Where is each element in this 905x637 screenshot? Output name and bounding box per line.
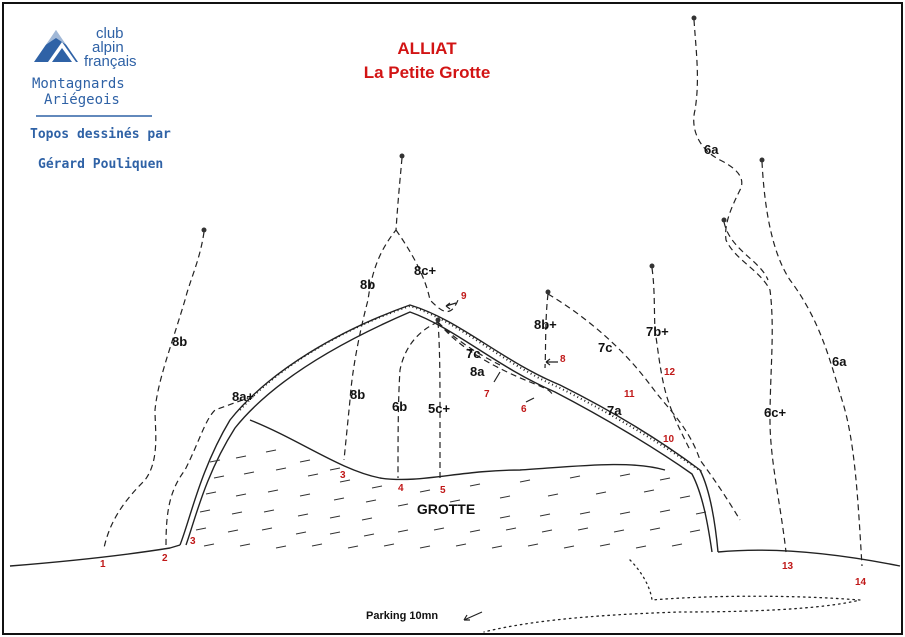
grade-label: 8b+	[534, 317, 557, 332]
footpath	[483, 559, 861, 633]
route-number: 6	[521, 404, 527, 415]
anchor-markers	[201, 15, 765, 323]
route-number: 10	[663, 434, 675, 445]
cave-label: GROTTE	[417, 501, 475, 517]
grade-label: 8a+	[232, 389, 254, 404]
club-alpin-logo: club alpin français Montagnards Ariégeoi…	[32, 25, 152, 117]
grade-label: 8b	[172, 334, 187, 349]
route-number: 9	[461, 291, 467, 302]
arrow-icon	[445, 302, 457, 310]
grade-label: 5c+	[428, 401, 450, 416]
arrow-icon	[545, 358, 558, 366]
route-number: 8	[560, 354, 566, 365]
logo-montagnards: Montagnards	[32, 76, 125, 92]
anchor-icon	[691, 15, 697, 21]
grade-label: 6b	[392, 399, 407, 414]
grade-label: 8a	[470, 364, 485, 379]
route-5	[437, 321, 441, 480]
anchor-icon	[649, 263, 655, 269]
route-13b	[723, 221, 769, 281]
route-number: 12	[664, 367, 676, 378]
route-number: 7	[484, 389, 490, 400]
logo-club: club	[96, 25, 124, 42]
parking-label: Parking 10mn	[366, 610, 438, 622]
mountain-logo-icon	[34, 30, 78, 62]
route-number: 13	[782, 561, 794, 572]
grade-label: 6c+	[764, 405, 786, 420]
grade-label: 8b	[350, 387, 365, 402]
route-number: 1	[100, 559, 106, 570]
route-number: 3	[340, 470, 346, 481]
topo-subtitle: La Petite Grotte	[364, 63, 491, 82]
route-14	[761, 161, 863, 567]
grade-label: 8b	[360, 277, 375, 292]
grade-label: 7c	[598, 340, 612, 355]
cave-floor-texture	[195, 449, 707, 549]
anchor-icon	[721, 217, 727, 223]
grade-label: 6a	[704, 142, 719, 157]
logo-francais: français	[84, 53, 137, 70]
route-6	[437, 321, 553, 395]
arrow-icon	[493, 371, 501, 383]
route-number: 11	[624, 389, 635, 400]
pointer-arrows	[445, 302, 558, 621]
anchor-icon	[545, 289, 551, 295]
anchor-icon	[201, 227, 207, 233]
route-number: 3	[190, 536, 196, 547]
route-3	[343, 157, 403, 461]
cave-floor-line	[249, 419, 666, 481]
route-3-right	[395, 229, 459, 313]
ground-line	[9, 544, 901, 567]
routes	[103, 19, 863, 567]
route-10	[547, 293, 741, 521]
cave-inner-outline	[185, 311, 713, 553]
route-4	[397, 321, 439, 479]
credit-line-1: Topos dessinés par	[30, 127, 171, 142]
route-number: 14	[855, 577, 867, 588]
route-number: 4	[398, 483, 404, 494]
anchor-icon	[435, 317, 441, 323]
route-12	[651, 267, 691, 451]
grade-label: 7b+	[646, 324, 669, 339]
arrow-icon	[525, 397, 535, 403]
cave-outer-outline	[179, 304, 719, 553]
cave-roof-hatching	[239, 304, 703, 473]
route-13	[693, 19, 787, 553]
grade-label: 8c+	[414, 263, 436, 278]
route-1	[103, 231, 205, 549]
topo-title: ALLIAT	[397, 39, 457, 58]
logo-alpin: alpin	[92, 39, 124, 56]
logo-ariegeois: Ariégeois	[44, 92, 120, 108]
grade-label: 7a	[607, 403, 622, 418]
parking-arrow-icon	[463, 611, 483, 621]
grade-label: 7c	[466, 346, 480, 361]
anchor-icon	[399, 153, 405, 159]
grade-label: 6a	[832, 354, 847, 369]
route-number: 2	[162, 553, 168, 564]
credit-line-2: Gérard Pouliquen	[38, 157, 163, 172]
anchor-icon	[759, 157, 765, 163]
route-number: 5	[440, 485, 446, 496]
route-2	[165, 397, 249, 546]
